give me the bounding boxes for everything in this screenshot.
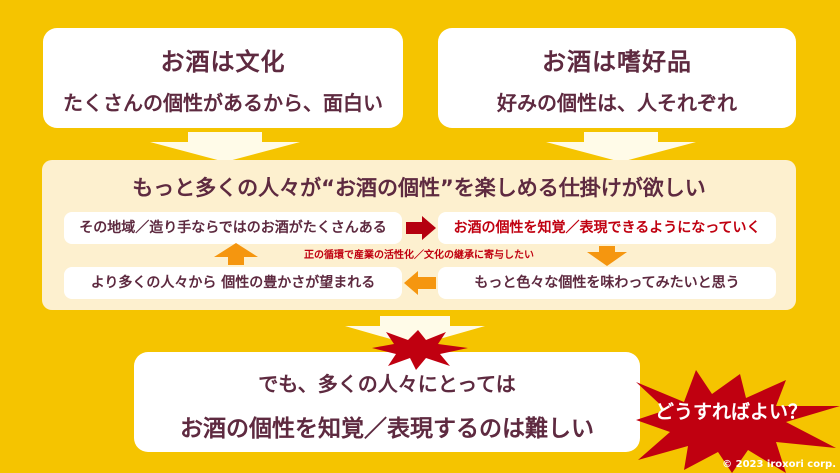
difficulty-line1: でも、多くの人々にとっては <box>258 372 516 396</box>
difficulty-box: でも、多くの人々にとっては お酒の個性を知覚／表現するのは難しい <box>134 352 640 452</box>
preference-title: お酒は嗜好品 <box>542 48 692 76</box>
culture-title: お酒は文化 <box>160 48 286 76</box>
copyright: © 2023 iroxori corp. <box>722 459 836 470</box>
down-arrow-bottom-icon <box>345 316 485 346</box>
down-arrow-right-icon <box>546 132 696 162</box>
down-arrow-left-icon <box>150 132 300 162</box>
right-arrow-icon <box>406 216 436 240</box>
burst-question: どうすればよい？ <box>655 401 808 423</box>
cycle-step-demand: より多くの人々から 個性の豊かさが望まれる <box>64 267 402 299</box>
cycle-step-taste-more: もっと色々な個性を味わってみたいと思う <box>438 267 776 299</box>
panel-title: もっと多くの人々が“お酒の個性”を楽しめる仕掛けが欲しい <box>132 176 706 200</box>
difficulty-line2: お酒の個性を知覚／表現するのは難しい <box>180 416 594 442</box>
cycle-step-variety: その地域／造り手ならではのお酒がたくさんある <box>64 212 402 244</box>
small-burst-icon <box>372 330 468 370</box>
preference-subtitle: 好みの個性は、人それぞれ <box>497 91 737 115</box>
up-arrow-orange-icon <box>214 243 258 265</box>
cycle-step-perceive: お酒の個性を知覚／表現できるようになっていく <box>438 212 776 244</box>
cycle-panel: もっと多くの人々が“お酒の個性”を楽しめる仕掛けが欲しい その地域／造り手ならで… <box>42 160 796 310</box>
cycle-note: 正の循環で産業の活性化／文化の継承に寄与したい <box>304 250 534 261</box>
preference-box: お酒は嗜好品 好みの個性は、人それぞれ <box>438 28 796 128</box>
culture-box: お酒は文化 たくさんの個性があるから、面白い <box>43 28 403 128</box>
culture-subtitle: たくさんの個性があるから、面白い <box>63 91 383 115</box>
big-burst-icon <box>636 370 840 473</box>
down-arrow-orange-icon <box>587 246 627 266</box>
left-arrow-orange-icon <box>404 271 436 295</box>
